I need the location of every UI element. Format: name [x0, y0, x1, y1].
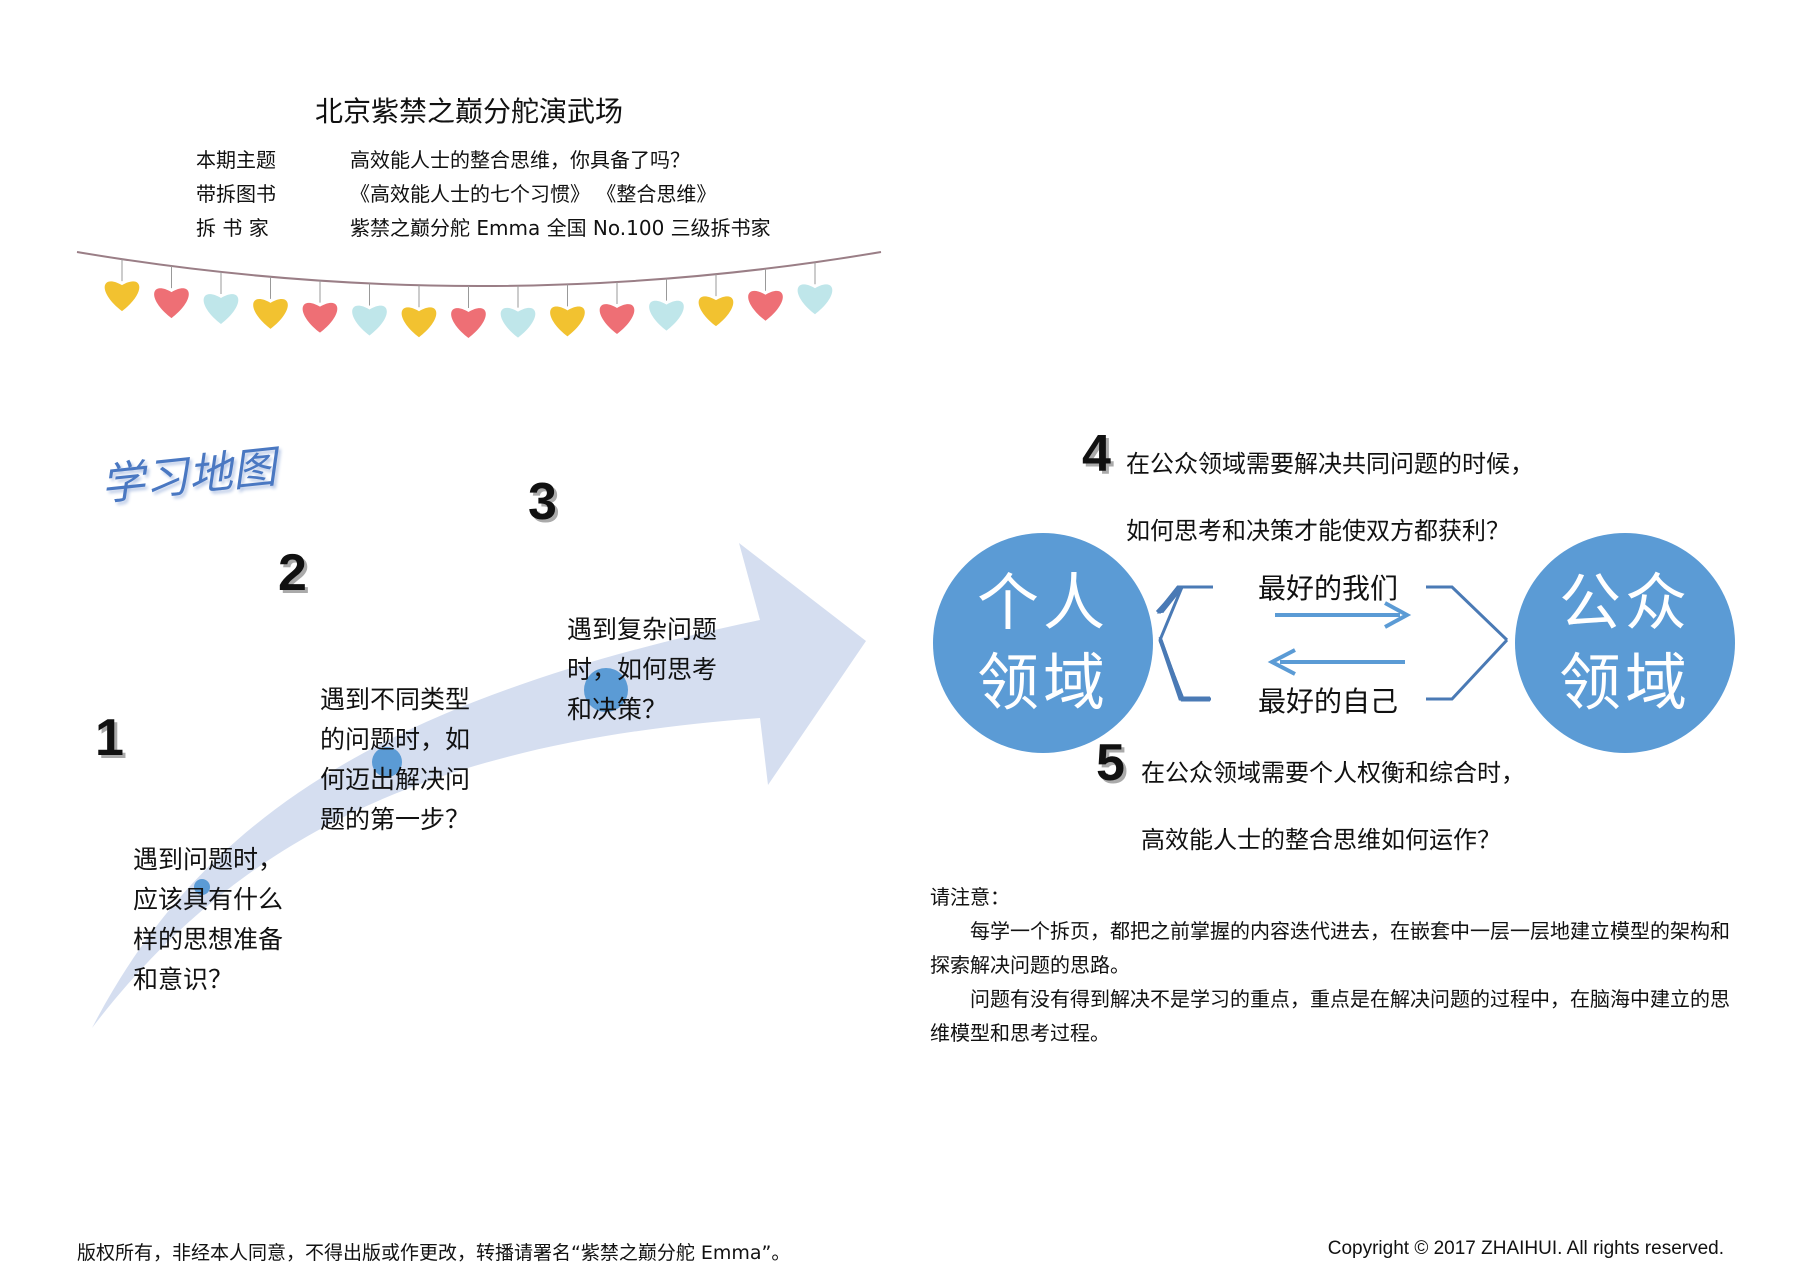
step2-text: 遇到不同类型的问题时，如何迈出解决问题的第一步？	[320, 685, 471, 834]
reader-label: 拆 书 家	[196, 216, 269, 240]
heart-decoration	[649, 300, 684, 331]
heart-decoration	[599, 304, 635, 334]
note-section: 请注意： 每学一个拆页，都把之前掌握的内容迭代进去，在嵌套中一层一层地建立模型的…	[930, 880, 1730, 1050]
step2-number: 2	[278, 544, 307, 602]
footer-copyright-en: Copyright © 2017 ZHAIHUI. All rights res…	[1327, 1238, 1724, 1259]
heart-decoration	[451, 308, 486, 338]
public-domain-line2: 领域	[1558, 646, 1691, 719]
heart-decoration	[352, 305, 387, 336]
best-us-label: 最好的我们	[1258, 572, 1399, 605]
arrow-right-icon	[1275, 601, 1412, 629]
step3-dot	[584, 668, 628, 712]
step2-dot	[372, 747, 402, 777]
heart-decoration	[550, 306, 585, 337]
personal-domain-line1: 个人	[976, 566, 1109, 639]
books-label: 带拆图书	[196, 182, 276, 206]
heart-decoration	[401, 307, 437, 338]
step1-dot	[194, 879, 210, 895]
question5-line2: 高效能人士的整合思维如何运作？	[1141, 826, 1501, 854]
connector-lines-clean	[1158, 585, 1509, 701]
public-domain-line1: 公众	[1558, 566, 1691, 639]
learning-path-arrow	[92, 543, 866, 1028]
public-domain-circle	[1515, 533, 1735, 753]
step3-text: 遇到复杂问题时，如何思考和决策？	[567, 615, 718, 724]
note-paragraph-2: 问题有没有得到解决不是学习的重点，重点是在解决问题的过程中，在脑海中建立的思维模…	[930, 987, 1730, 1045]
step1-number: 1	[95, 709, 124, 767]
note-heading: 请注意：	[930, 885, 1010, 909]
books-value: 《高效能人士的七个习惯》 《整合思维》	[350, 182, 717, 206]
heart-decoration	[748, 290, 783, 321]
arrow-left-icon	[1267, 648, 1405, 676]
question4-number: 4	[1082, 425, 1111, 483]
question4-line2: 如何思考和决策才能使双方都获利？	[1126, 517, 1510, 545]
theme-value: 高效能人士的整合思维，你具备了吗？	[350, 148, 690, 172]
heart-decoration	[253, 298, 288, 329]
theme-label: 本期主题	[196, 148, 276, 172]
heart-decoration	[104, 281, 140, 312]
best-self-label: 最好的自己	[1258, 685, 1399, 718]
personal-domain-circle	[933, 533, 1153, 753]
heart-decoration	[797, 284, 833, 315]
personal-domain-label: 个人领域	[933, 563, 1153, 723]
question5-number: 5	[1096, 734, 1125, 792]
question4-line1: 在公众领域需要解决共同问题的时候，	[1126, 450, 1534, 478]
page-title: 北京紫禁之巅分舵演武场	[315, 95, 624, 128]
step3-number: 3	[528, 473, 557, 531]
step1-text: 遇到问题时，应该具有什么样的思想准备和意识？	[133, 845, 284, 994]
heart-decoration	[500, 307, 536, 338]
footer-copyright-cn: 版权所有，非经本人同意，不得出版或作更改，转播请署名“紫禁之巅分舵 Emma”。	[77, 1242, 791, 1264]
heart-decoration	[302, 302, 338, 333]
heart-decoration	[698, 296, 734, 327]
bunting-string	[76, 251, 882, 287]
public-domain-label: 公众领域	[1515, 563, 1735, 723]
reader-value: 紫禁之巅分舵 Emma 全国 No.100 三级拆书家	[350, 216, 771, 240]
heart-decoration	[203, 294, 239, 324]
note-paragraph-1: 每学一个拆页，都把之前掌握的内容迭代进去，在嵌套中一层一层地建立模型的架构和探索…	[930, 919, 1730, 977]
heart-decoration	[154, 288, 189, 319]
bunting-hearts	[104, 259, 833, 338]
exchange-lines	[1158, 585, 1211, 702]
personal-domain-line2: 领域	[976, 646, 1109, 719]
question5-line1: 在公众领域需要个人权衡和综合时，	[1141, 759, 1525, 787]
